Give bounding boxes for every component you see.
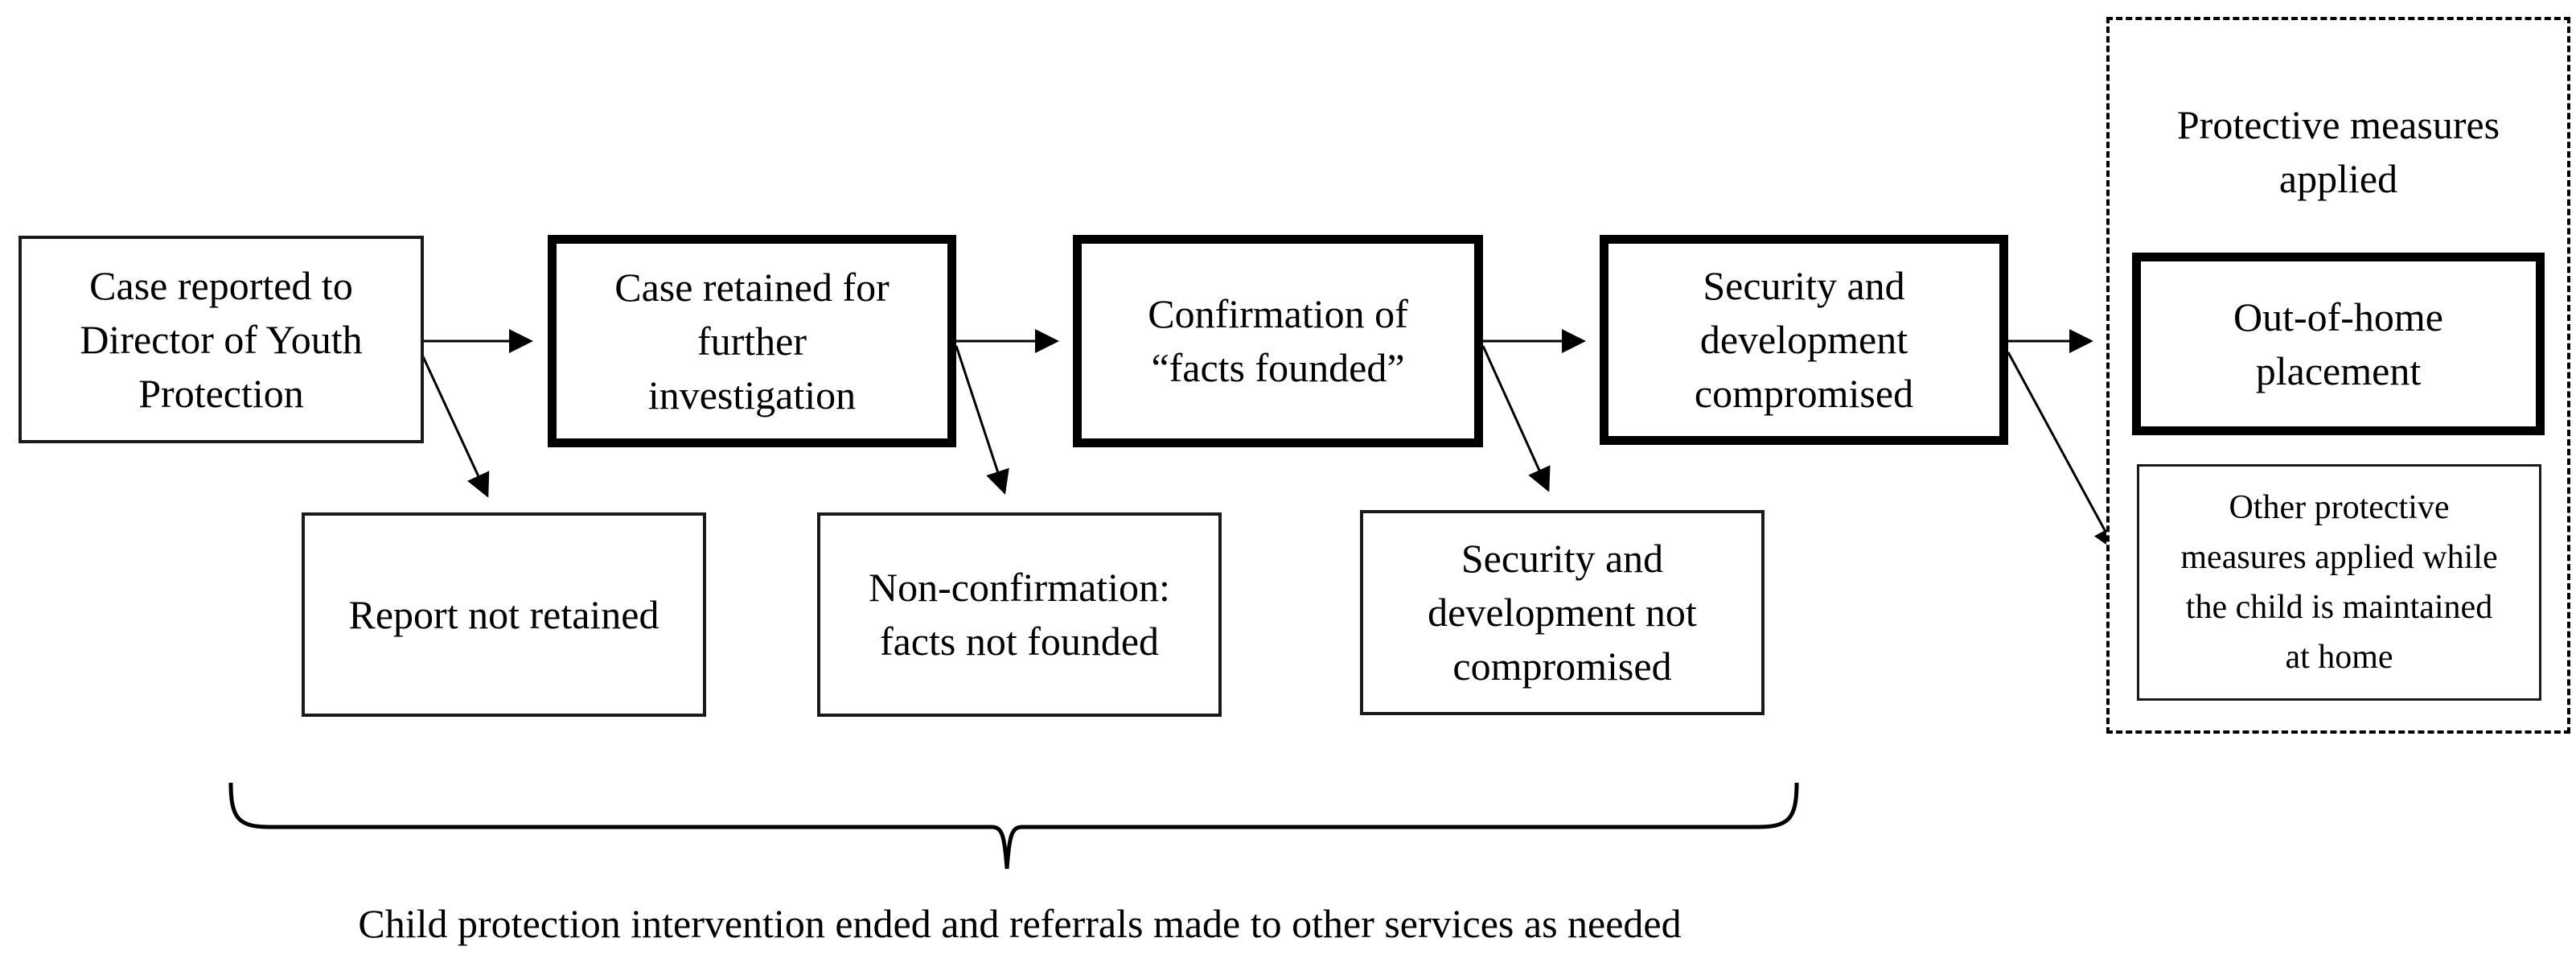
- node-case-reported: Case reported to Director of Youth Prote…: [18, 236, 424, 443]
- node-confirmation: Confirmation of “facts founded”: [1073, 235, 1483, 447]
- node-label: Case reported to Director of Youth Prote…: [80, 262, 363, 416]
- node-label: Out-of-home placement: [2233, 294, 2444, 393]
- node-label: Report not retained: [348, 591, 659, 637]
- node-report-not-retained: Report not retained: [302, 512, 706, 717]
- node-label: Security and development not compromised: [1428, 536, 1697, 689]
- node-label: Other protective measures applied while …: [2180, 489, 2498, 676]
- node-label: Non-confirmation: facts not founded: [869, 565, 1170, 664]
- node-security-compromised: Security and development compromised: [1600, 235, 2008, 445]
- node-label: Security and development compromised: [1694, 263, 1914, 416]
- node-case-retained: Case retained for further investigation: [548, 235, 956, 447]
- node-label: Case retained for further investigation: [614, 264, 889, 418]
- node-out-of-home-placement: Out-of-home placement: [2132, 253, 2545, 435]
- under-brace: [228, 782, 1799, 870]
- node-other-protective-measures: Other protective measures applied while …: [2137, 464, 2541, 701]
- brace-caption: Child protection intervention ended and …: [358, 901, 1682, 946]
- node-non-confirmation: Non-confirmation: facts not founded: [817, 512, 1222, 717]
- node-label: Confirmation of “facts founded”: [1148, 291, 1408, 390]
- group-title: Protective measures applied: [2176, 102, 2500, 201]
- node-security-not-compromised: Security and development not compromised: [1360, 510, 1765, 715]
